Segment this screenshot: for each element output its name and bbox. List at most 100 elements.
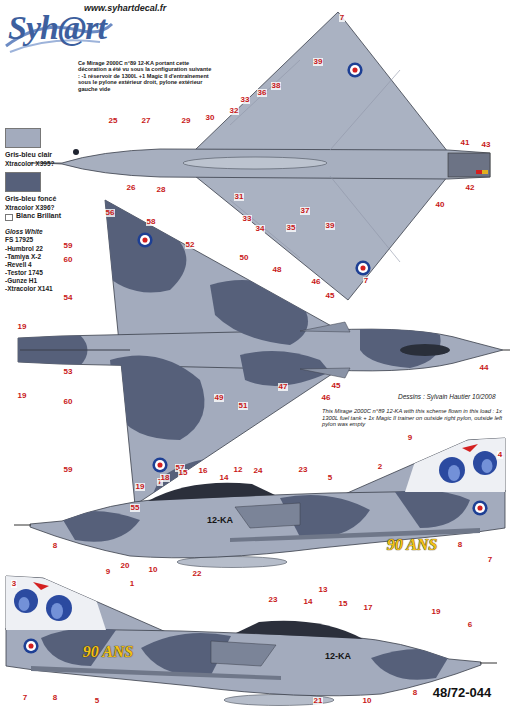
- portrait-face: [482, 459, 493, 473]
- callout-number: 49: [214, 394, 225, 402]
- callout-number: 15: [338, 600, 349, 608]
- callout-number: 5: [94, 697, 100, 705]
- callout-number: 26: [126, 184, 137, 192]
- callout-number: 23: [268, 596, 279, 604]
- fuselage-side: [30, 490, 505, 558]
- callout-number: 13: [318, 586, 329, 594]
- fin-artwork-ground: [405, 436, 505, 492]
- nozzle-marking: [476, 170, 482, 174]
- sheet-reference: 48/72-044: [431, 686, 494, 701]
- callout-number: 21: [313, 697, 324, 705]
- callout-number: 5: [327, 474, 333, 482]
- callout-number: 3: [11, 580, 17, 588]
- callout-number: 33: [242, 215, 253, 223]
- paint-reference: FS 17925: [5, 236, 33, 243]
- callout-number: 27: [141, 117, 152, 125]
- color-swatch: [5, 128, 41, 148]
- air-intake: [300, 322, 350, 378]
- callout-number: 24: [253, 467, 264, 475]
- callout-number: 20: [120, 562, 131, 570]
- camo-patch: [60, 511, 140, 542]
- callout-number: 2: [377, 463, 383, 471]
- callout-number: 9: [407, 434, 413, 442]
- callout-number: 55: [130, 504, 141, 512]
- emblem-detail: [462, 444, 478, 452]
- callout-number: 29: [181, 117, 192, 125]
- callout-number: 47: [278, 383, 289, 391]
- callout-number: 7: [339, 14, 345, 22]
- legend-text: Gris-bleu foncé: [5, 195, 56, 202]
- paint-reference: Xtracolor X396?: [5, 204, 55, 211]
- nose-marking: [73, 149, 79, 155]
- drawing-credit: Dessins : Sylvain Hautier 10/2008: [398, 393, 496, 400]
- callout-number: 14: [219, 474, 230, 482]
- color-swatch: [5, 214, 13, 221]
- side-view: [14, 436, 505, 568]
- callout-number: 45: [331, 382, 342, 390]
- callout-number: 60: [63, 256, 74, 264]
- callout-number: 51: [238, 402, 249, 410]
- camouflage-dark: [60, 436, 505, 542]
- top-view: [18, 195, 510, 505]
- callout-number: 8: [457, 541, 463, 549]
- callout-number: 56: [105, 209, 116, 217]
- callout-number: 19: [431, 608, 442, 616]
- callout-number: 17: [363, 604, 374, 612]
- callout-number: 25: [108, 117, 119, 125]
- paint-reference: -Humbrol 22: [5, 245, 43, 252]
- legend-text: Gris-bleu clair: [5, 151, 52, 158]
- anniversary-marking: 90 ANS: [387, 536, 438, 554]
- camo-patch: [100, 195, 186, 293]
- callout-number: 10: [148, 566, 159, 574]
- callout-number: 8: [52, 694, 58, 702]
- callout-number: 18: [160, 474, 171, 482]
- camo-patch: [110, 356, 205, 441]
- legend-text: Blanc Brillant: [16, 212, 61, 219]
- callout-number: 44: [479, 364, 490, 372]
- callout-number: 16: [198, 467, 209, 475]
- roundel: [152, 457, 167, 472]
- callout-number: 10: [362, 697, 373, 705]
- camo-patch: [210, 280, 308, 345]
- callout-number: 4: [497, 451, 503, 459]
- air-intake: [235, 503, 300, 528]
- anniversary-marking: 90 ANS: [83, 643, 134, 661]
- callout-number: 30: [205, 114, 216, 122]
- callout-number: 38: [271, 82, 282, 90]
- color-swatch: [5, 172, 41, 192]
- website-url: www.syhartdecal.fr: [84, 3, 166, 13]
- camouflage-dark: [18, 195, 441, 500]
- wing-underside: [195, 12, 448, 152]
- callout-number: 46: [311, 278, 322, 286]
- paint-reference: -Tamiya X-2: [5, 253, 41, 260]
- callout-number: 6: [467, 621, 473, 629]
- callout-number: 37: [300, 207, 311, 215]
- paint-reference: -Gunze H1: [5, 277, 37, 284]
- callout-number: 22: [192, 570, 203, 578]
- portrait-head: [473, 451, 497, 475]
- callout-number: 45: [325, 292, 336, 300]
- callout-number: 43: [481, 141, 492, 149]
- paint-reference: -Revell 4: [5, 261, 32, 268]
- callout-number: 42: [465, 184, 476, 192]
- note-text: This Mirage 2000C n°89 12-KA with this s…: [322, 408, 508, 428]
- callout-number: 19: [135, 483, 146, 491]
- pitot: [503, 350, 510, 351]
- callout-number: 33: [240, 96, 251, 104]
- callout-number: 8: [412, 689, 418, 697]
- paint-reference: Xtracolor X395?: [5, 160, 55, 167]
- canopy: [400, 344, 450, 356]
- callout-number: 34: [255, 225, 266, 233]
- roundel: [472, 500, 487, 515]
- callout-number: 28: [156, 186, 167, 194]
- aircraft-code: 12-KA: [207, 515, 233, 525]
- callout-number: 7: [363, 277, 369, 285]
- callout-number: 54: [63, 294, 74, 302]
- side-view: [6, 574, 497, 706]
- canopy: [148, 483, 275, 501]
- fuel-tank: [177, 557, 287, 568]
- callout-number: 40: [435, 201, 446, 209]
- callout-number: 31: [234, 193, 245, 201]
- fuel-tank: [183, 157, 327, 169]
